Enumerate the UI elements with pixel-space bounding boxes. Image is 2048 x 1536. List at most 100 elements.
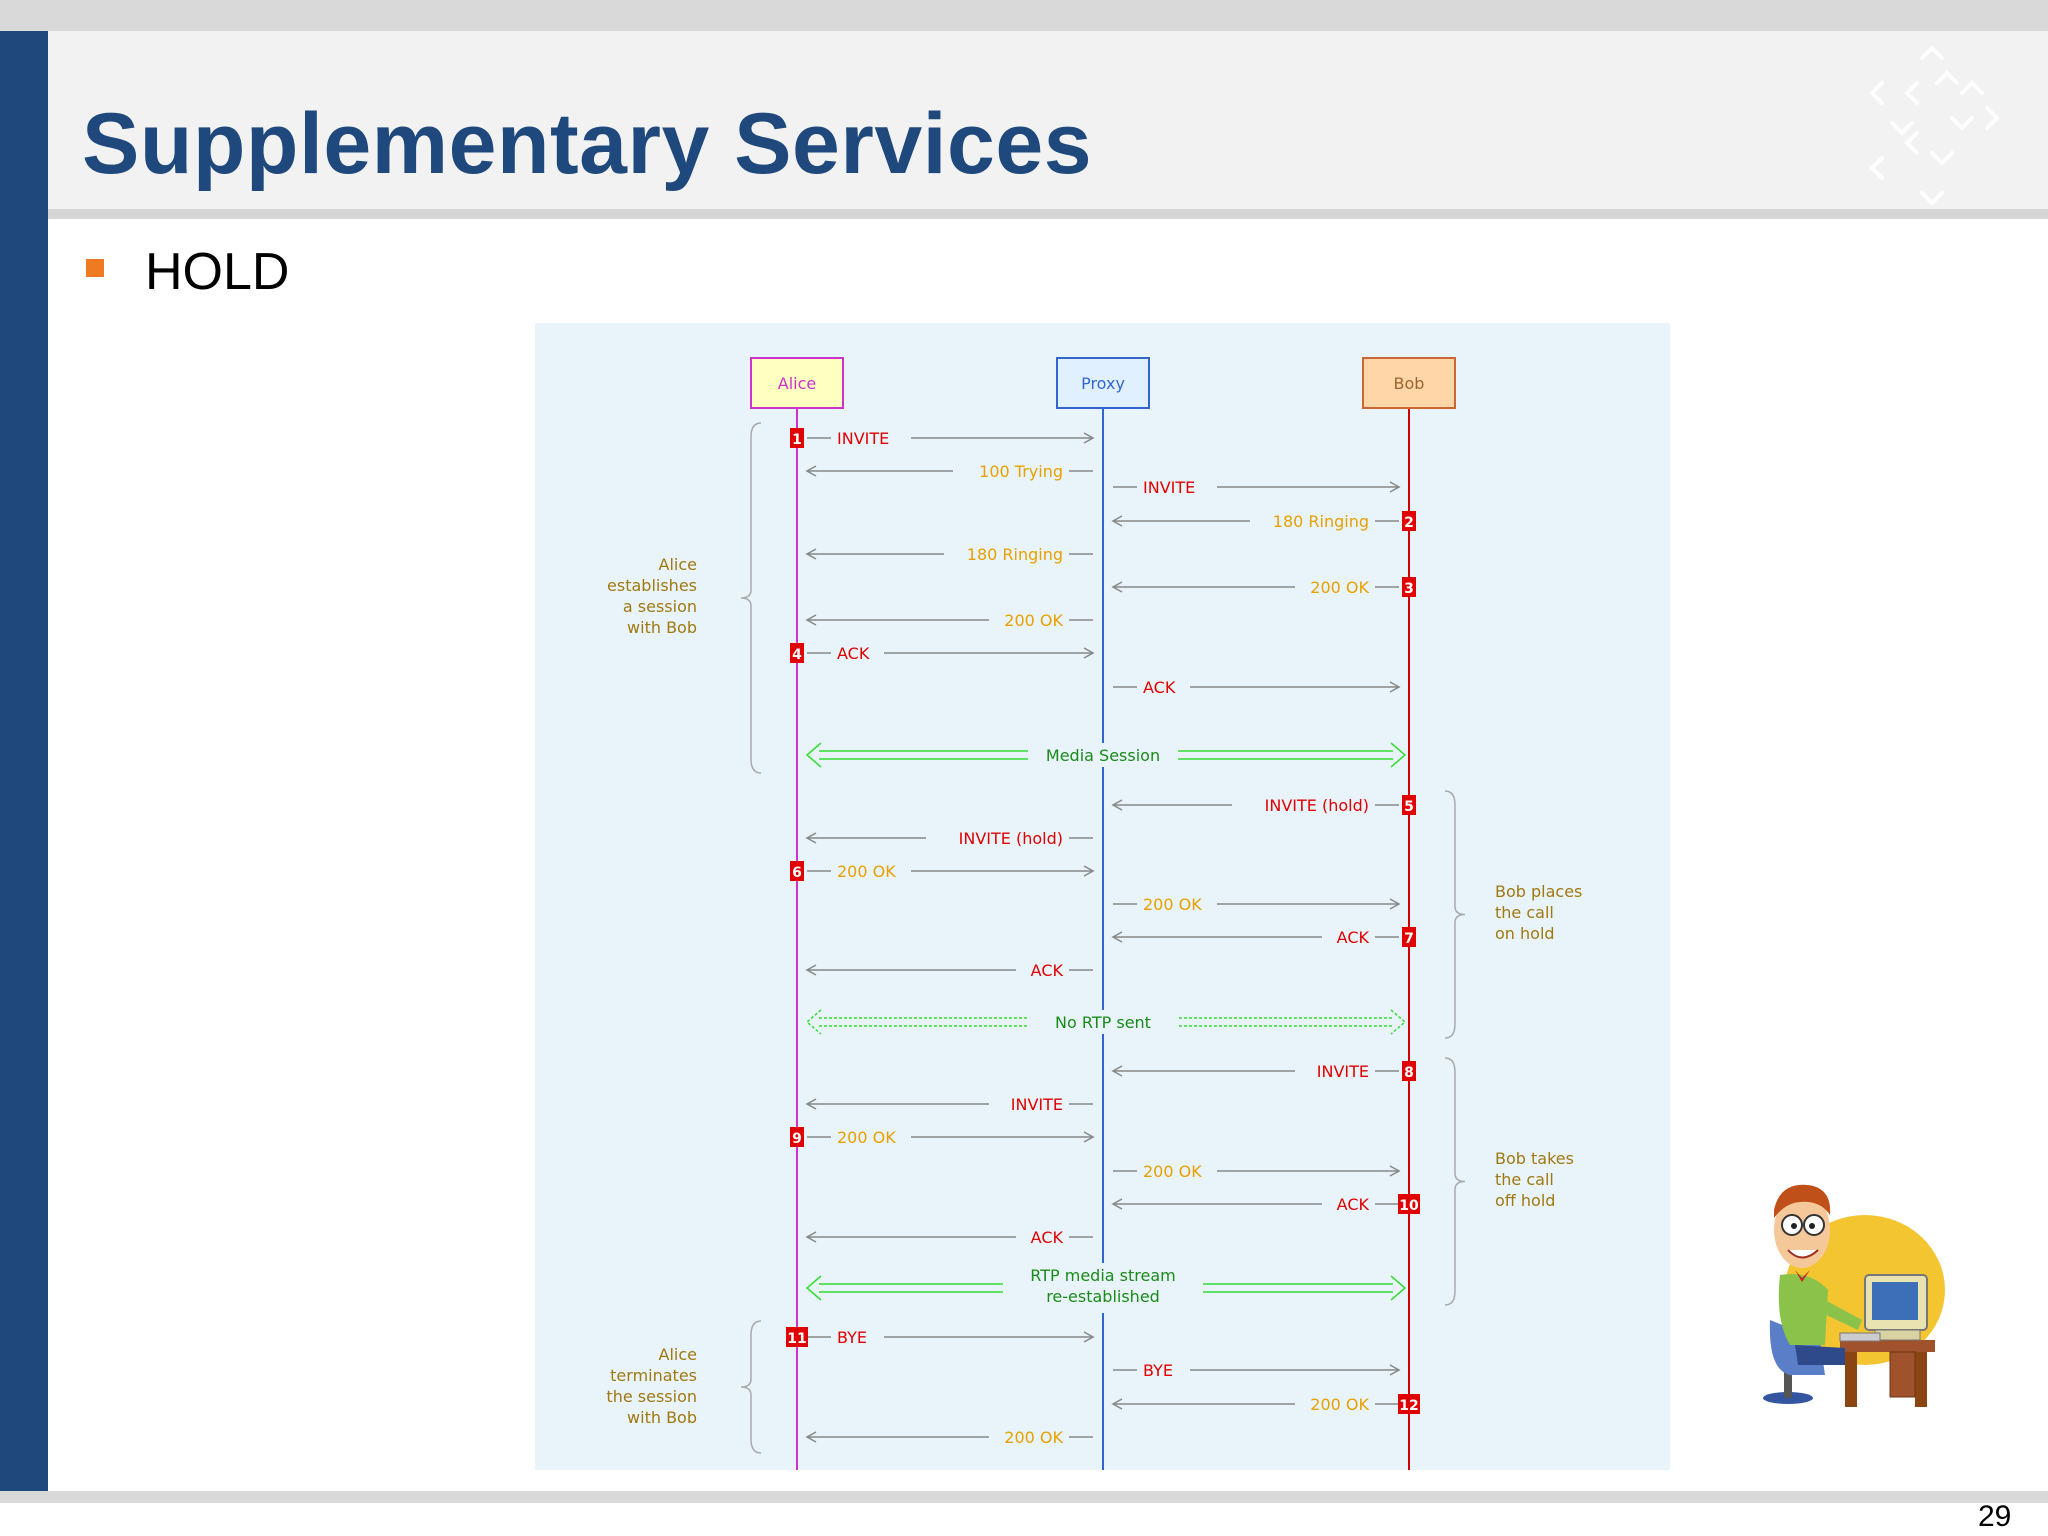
message-arrowhead-icon	[805, 964, 817, 976]
rtp-reestablished-arrow-right-arrowhead-icon	[1390, 1275, 1407, 1301]
message-label: 180 Ringing	[1273, 512, 1369, 531]
establish-brace	[740, 422, 762, 774]
unhold-note-line: off hold	[1495, 1191, 1555, 1210]
establish-note-line: establishes	[607, 576, 697, 595]
message-label: 200 OK	[1143, 895, 1202, 914]
hold-brace	[1444, 790, 1466, 1039]
media-session-arrow-left-arrowhead-icon	[805, 742, 822, 768]
stream-label-background	[1003, 1263, 1203, 1313]
terminate-note-line: Alice	[659, 1345, 697, 1364]
message-arrowhead-icon	[1083, 1131, 1095, 1143]
bullet-square-icon	[86, 259, 104, 277]
media-session-arrow-right-arrowhead-icon	[1390, 742, 1407, 768]
message-label: INVITE (hold)	[959, 829, 1063, 848]
message-arrowhead-icon	[1111, 1065, 1123, 1077]
hold-note-line: on hold	[1495, 924, 1555, 943]
step-badge	[790, 643, 804, 663]
step-badge	[790, 428, 804, 448]
step-badge	[1402, 927, 1416, 947]
message-arrowhead-icon	[1389, 1364, 1401, 1376]
message-label: 180 Ringing	[967, 545, 1063, 564]
rtp-reestablished-arrow-left-arrowhead-icon	[805, 1275, 822, 1301]
step-badge-number: 6	[792, 865, 802, 881]
message-label: INVITE (hold)	[1265, 796, 1369, 815]
terminate-note-line: with Bob	[627, 1408, 697, 1427]
message-label: 200 OK	[1310, 578, 1369, 597]
unhold-note-line: Bob takes	[1495, 1149, 1574, 1168]
message-arrowhead-icon	[805, 1098, 817, 1110]
unhold-note-line: the call	[1495, 1170, 1554, 1189]
message-arrowhead-icon	[1111, 799, 1123, 811]
message-arrowhead-icon	[1083, 647, 1095, 659]
message-label: BYE	[1143, 1361, 1173, 1380]
message-label: INVITE	[1317, 1062, 1369, 1081]
terminate-note-line: terminates	[610, 1366, 697, 1385]
message-arrowhead-icon	[1083, 865, 1095, 877]
participant-label-alice: Alice	[778, 374, 816, 393]
message-label: INVITE	[837, 429, 889, 448]
left-accent-bar	[0, 31, 48, 1491]
corner-logo-icon	[1869, 45, 2000, 206]
bottom-strip	[0, 1491, 2048, 1503]
message-label: ACK	[1337, 928, 1370, 947]
message-label: 200 OK	[837, 862, 896, 881]
message-arrowhead-icon	[805, 548, 817, 560]
step-badge-number: 7	[1404, 931, 1414, 947]
step-badge	[790, 1127, 804, 1147]
message-arrowhead-icon	[1083, 432, 1095, 444]
message-label: INVITE	[1143, 478, 1195, 497]
no-rtp-arrow-left-arrowhead-icon	[805, 1009, 822, 1035]
message-arrowhead-icon	[805, 614, 817, 626]
establish-note-line: with Bob	[627, 618, 697, 637]
step-badge-number: 10	[1399, 1198, 1419, 1214]
header-divider	[48, 209, 2048, 219]
step-badge	[786, 1327, 808, 1347]
no-rtp-label: No RTP sent	[1055, 1013, 1151, 1032]
message-arrowhead-icon	[1083, 1331, 1095, 1343]
step-badge	[1402, 511, 1416, 531]
step-badge-number: 2	[1404, 515, 1414, 531]
step-badge	[1402, 795, 1416, 815]
step-badge-number: 4	[792, 647, 802, 663]
step-badge	[1402, 577, 1416, 597]
header-band	[48, 31, 2048, 209]
participant-box-alice	[750, 357, 844, 409]
page-number: 29	[1978, 1500, 2012, 1533]
message-label: ACK	[1337, 1195, 1370, 1214]
step-badge	[1398, 1194, 1420, 1214]
message-label: 200 OK	[1004, 611, 1063, 630]
step-badge-number: 5	[1404, 799, 1414, 815]
message-label: 200 OK	[1004, 1428, 1063, 1447]
participant-box-proxy	[1056, 357, 1150, 409]
message-arrowhead-icon	[1389, 1165, 1401, 1177]
stream-label-background	[1028, 1010, 1178, 1034]
message-arrowhead-icon	[1111, 581, 1123, 593]
message-label: BYE	[837, 1328, 867, 1347]
message-arrowhead-icon	[1389, 481, 1401, 493]
message-label: 200 OK	[1143, 1162, 1202, 1181]
step-badge	[1402, 1061, 1416, 1081]
message-arrowhead-icon	[805, 1231, 817, 1243]
rtp-label-line-1: RTP media stream	[1030, 1266, 1175, 1285]
step-badge-number: 9	[792, 1131, 802, 1147]
message-arrowhead-icon	[805, 465, 817, 477]
message-label: ACK	[837, 644, 870, 663]
top-strip	[0, 0, 2048, 31]
message-label: ACK	[1031, 1228, 1064, 1247]
step-badge-number: 3	[1404, 581, 1414, 597]
terminate-note-line: the session	[606, 1387, 697, 1406]
hold-note-line: Bob places	[1495, 882, 1582, 901]
message-arrowhead-icon	[1389, 681, 1401, 693]
message-arrowhead-icon	[1111, 1398, 1123, 1410]
rtp-label-line-2: re-established	[1046, 1287, 1160, 1306]
message-label: 100 Trying	[979, 462, 1063, 481]
participant-box-bob	[1362, 357, 1456, 409]
media-session-label: Media Session	[1046, 746, 1160, 765]
message-arrowhead-icon	[1111, 931, 1123, 943]
terminate-brace	[740, 1320, 762, 1454]
step-badge-number: 11	[787, 1331, 806, 1347]
stream-label-background	[1028, 743, 1178, 767]
establish-note-line: a session	[623, 597, 697, 616]
step-badge	[1398, 1394, 1420, 1414]
